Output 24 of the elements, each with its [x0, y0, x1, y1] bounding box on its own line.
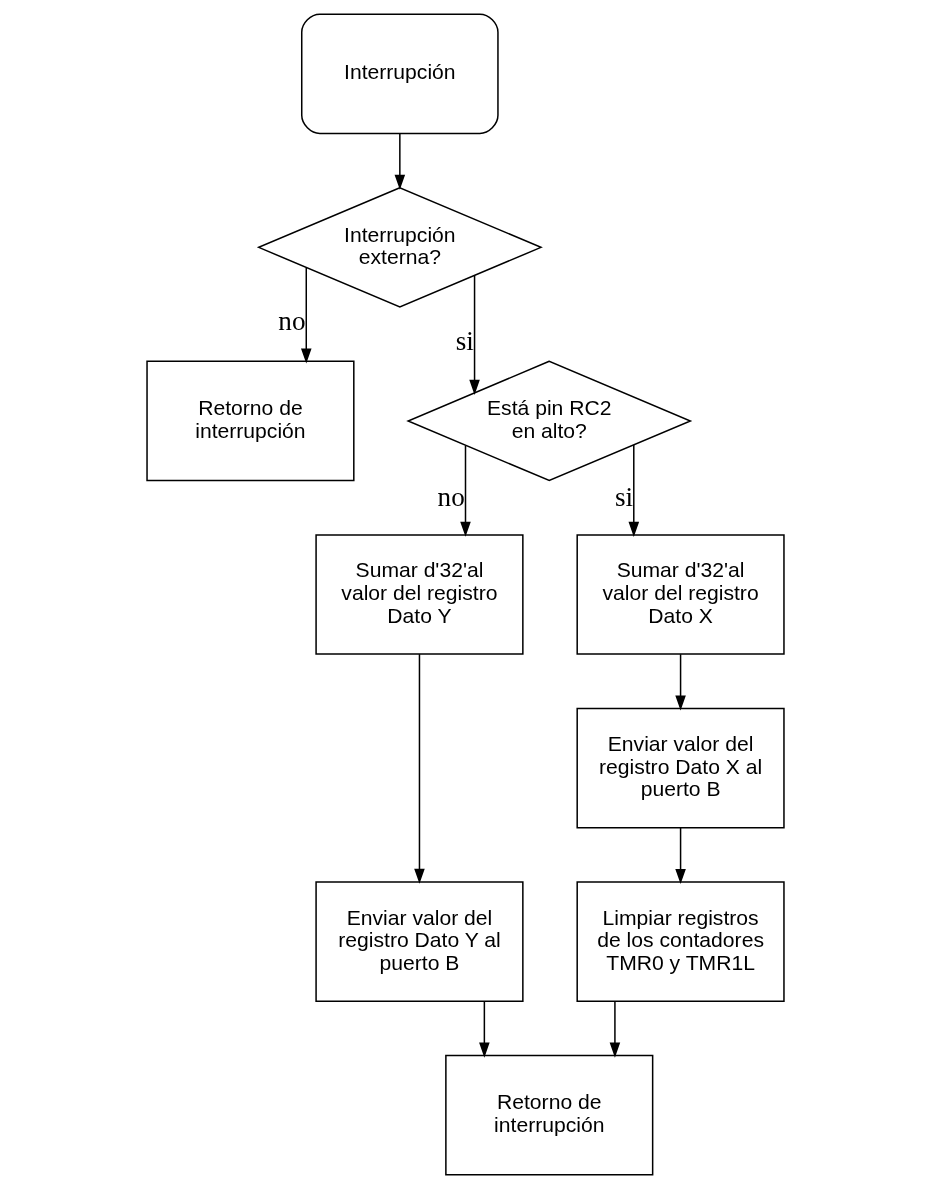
arrow	[460, 445, 471, 537]
node-box: Limpiar registros de los contadores TMR0 y TMR1L	[576, 881, 785, 1002]
edge-label: no	[278, 306, 306, 337]
arrow	[469, 274, 480, 395]
node-box: Enviar valor del registro Dato X al puerto B	[576, 707, 785, 829]
node-box: Interrupción	[301, 13, 499, 135]
node-box: Sumar d'32'al valor del registro Dato X	[576, 534, 785, 655]
node-box: Retorno de interrupción	[146, 360, 355, 482]
node-box: Enviar valor del registro Dato Y al puerto B	[315, 881, 524, 1002]
arrow	[300, 267, 312, 364]
edge-label: no	[437, 481, 465, 512]
arrow	[414, 653, 425, 884]
arrow	[609, 1000, 621, 1058]
edge-label: si	[614, 481, 634, 512]
arrow	[394, 132, 406, 190]
arrow	[675, 827, 686, 885]
node-diamond: Está pin RC2 en alto?	[406, 360, 693, 482]
arrow	[675, 653, 686, 711]
node-box: Sumar d'32'al valor del registro Dato Y	[315, 534, 524, 655]
node-diamond: Interrupción externa?	[256, 186, 543, 308]
edge-label: si	[455, 325, 474, 356]
arrow	[628, 444, 640, 537]
arrow	[479, 1000, 490, 1058]
node-box: Retorno de interrupción	[445, 1054, 654, 1176]
